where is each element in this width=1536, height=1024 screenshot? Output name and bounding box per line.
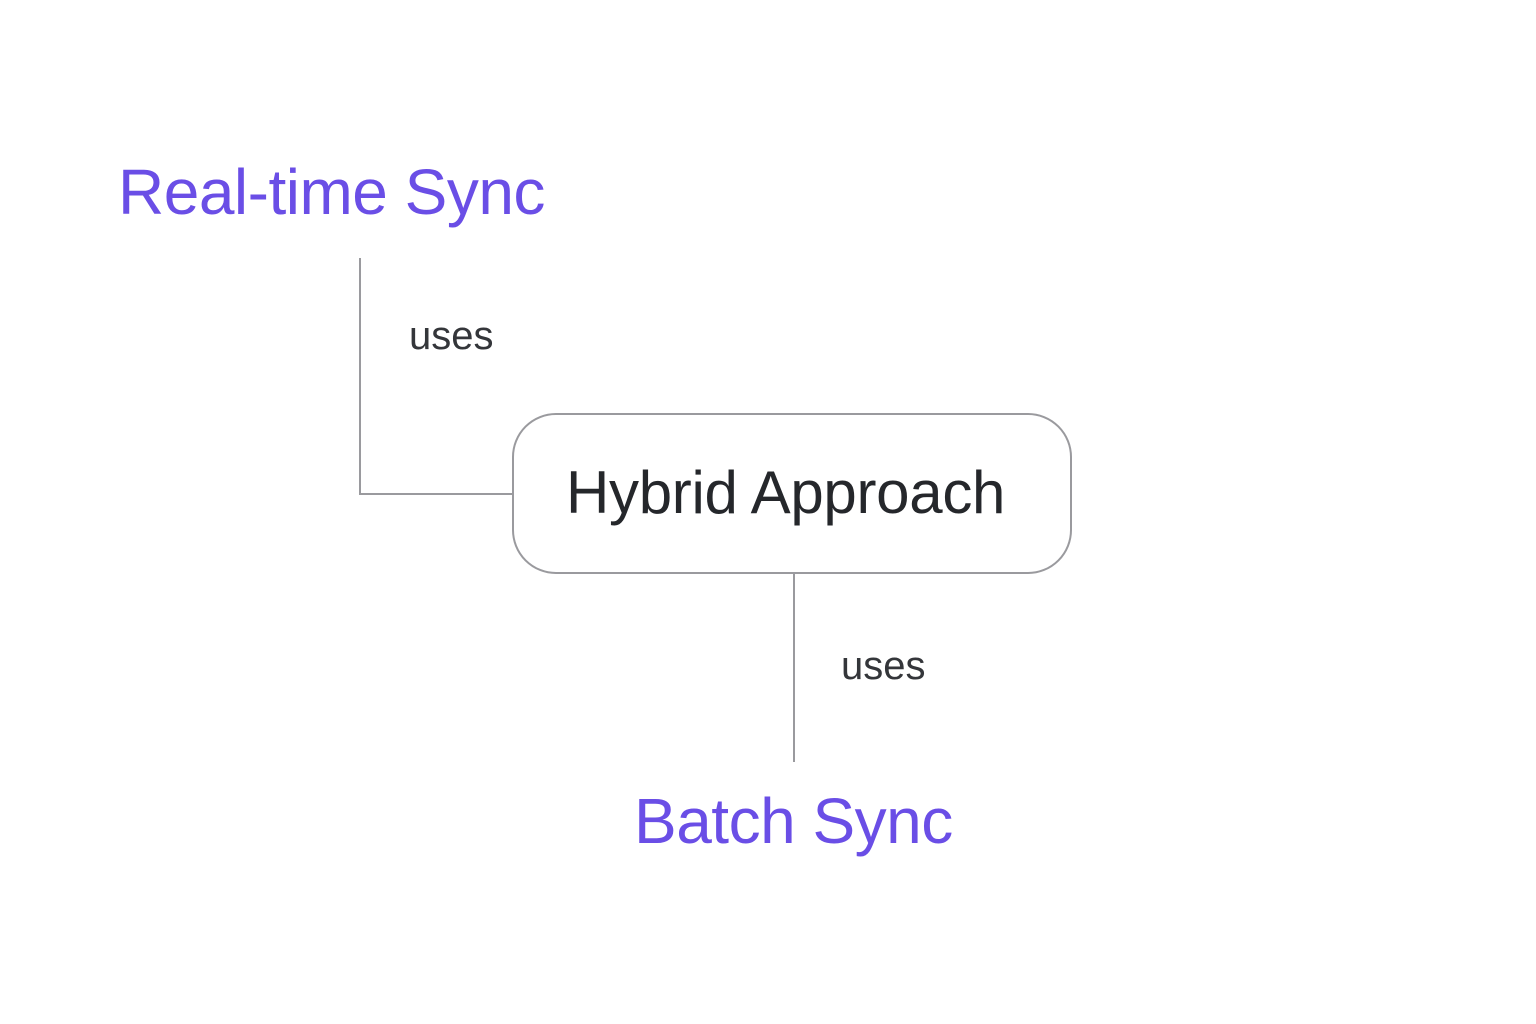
edge-label-batch: uses [841, 644, 926, 688]
edge-label-realtime: uses [409, 314, 494, 358]
edge-line-realtime [359, 258, 512, 495]
node-realtime-sync: Real-time Sync [118, 156, 545, 228]
node-hybrid-box [512, 413, 1072, 574]
node-batch-sync: Batch Sync [634, 785, 953, 857]
node-hybrid-approach: Hybrid Approach [566, 459, 1006, 526]
